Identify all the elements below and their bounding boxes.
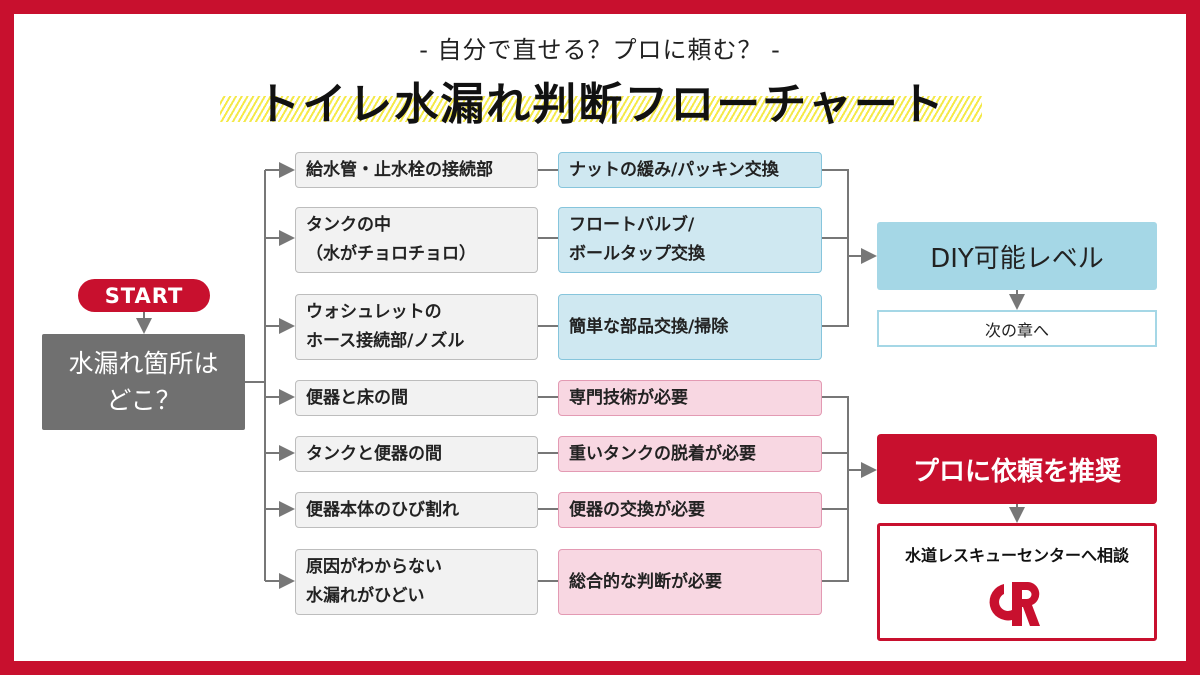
diy-result: DIY可能レベル (877, 222, 1157, 290)
action-box-pro: 便器の交換が必要 (558, 492, 822, 528)
subtitle: - 自分で直せる？プロに頼む？ - (419, 36, 781, 64)
place-box: ウォシュレットの ホース接続部/ノズル (295, 294, 538, 360)
action-box-pro: 重いタンクの脱着が必要 (558, 436, 822, 472)
consult-label: 水道レスキューセンターへ相談 (904, 546, 1129, 565)
place-box: タンクと便器の間 (295, 436, 538, 472)
pro-result: プロに依頼を推奨 (877, 434, 1157, 504)
action-box-diy: フロートバルブ/ ボールタップ交換 (558, 207, 822, 273)
action-box-diy: 簡単な部品交換/掃除 (558, 294, 822, 360)
start-label: START (78, 279, 210, 312)
place-box: 便器本体のひび割れ (295, 492, 538, 528)
place-box: 給水管・止水栓の接続部 (295, 152, 538, 188)
question-box: 水漏れ箇所は どこ？ (42, 334, 245, 430)
action-box-pro: 専門技術が必要 (558, 380, 822, 416)
consult-box[interactable]: 水道レスキューセンターへ相談 (877, 523, 1157, 641)
next-chapter-link[interactable]: 次の章へ (877, 310, 1157, 347)
action-box-diy: ナットの緩み/パッキン交換 (558, 152, 822, 188)
place-box: 原因がわからない 水漏れがひどい (295, 549, 538, 615)
rescue-logo-icon (989, 582, 1040, 626)
place-box: 便器と床の間 (295, 380, 538, 416)
page-title: トイレ水漏れ判断フローチャート (220, 68, 982, 130)
place-box: タンクの中 （水がチョロチョロ） (295, 207, 538, 273)
action-box-pro: 総合的な判断が必要 (558, 549, 822, 615)
